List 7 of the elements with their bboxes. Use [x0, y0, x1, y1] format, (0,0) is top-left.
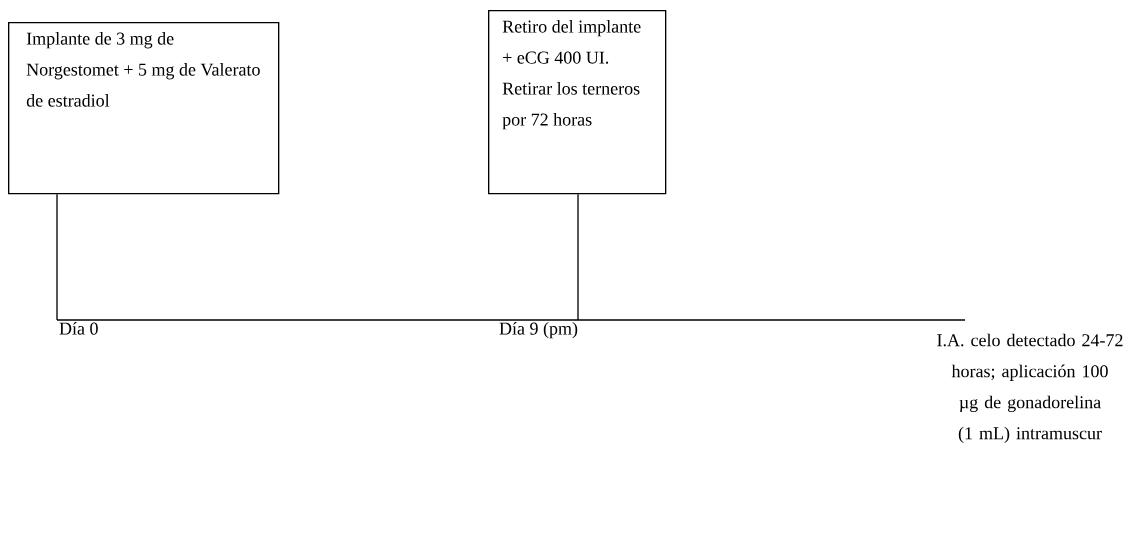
text-box: Implante de 3 mg de Norgestomet + 5 mg de Valerato de estradiol — [8, 22, 280, 195]
day-label: Día 9 (pm) — [499, 322, 578, 339]
note-text: I.A. celo detectado 24-72 horas; aplicación 100 µg de gonadorelina (1 mL) intramuscur — [937, 333, 1123, 443]
day-label: Día 0 — [59, 322, 98, 335]
connector-line — [56, 193, 58, 321]
connector-line — [577, 193, 579, 321]
text-box: Retiro del implante + eCG 400 UI. Retirar los terneros por 72 horas — [488, 10, 667, 195]
